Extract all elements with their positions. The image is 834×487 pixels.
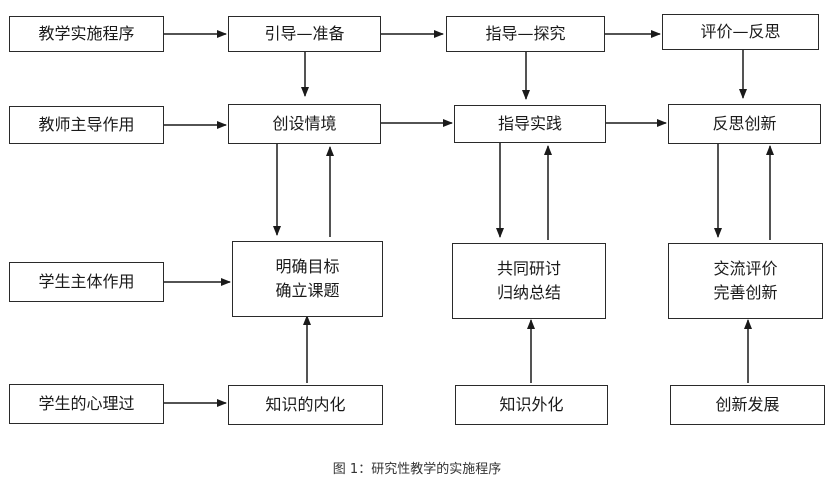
teacher-stage-create-situation: 创设情境 (228, 104, 381, 144)
student-stage-discussion: 共同研讨 归纳总结 (452, 243, 606, 319)
psychology-stage-internalize: 知识的内化 (228, 385, 383, 425)
student-label: 学生主体作用 (9, 262, 164, 302)
psychology-label: 学生的心理过 (9, 384, 164, 424)
procedure-stage-direct-explore: 指导—探究 (446, 16, 605, 52)
student-stage-goals-line2: 确立课题 (275, 281, 340, 300)
student-stage-discussion-line2: 归纳总结 (496, 283, 561, 302)
teacher-stage-guide-practice: 指导实践 (454, 105, 606, 143)
figure-caption: 图 1：研究性教学的实施程序 (332, 462, 502, 477)
procedure-stage-guide-prepare: 引导—准备 (228, 16, 381, 52)
psychology-stage-externalize: 知识外化 (455, 385, 608, 425)
procedure-stage-evaluate-reflect: 评价—反思 (662, 14, 819, 50)
student-stage-evaluation-line1: 交流评价 (713, 259, 778, 278)
student-stage-evaluation-line2: 完善创新 (713, 283, 778, 302)
student-stage-goals: 明确目标 确立课题 (232, 241, 383, 317)
student-stage-discussion-line1: 共同研讨 (496, 259, 561, 278)
student-stage-evaluation: 交流评价 完善创新 (668, 243, 823, 319)
procedure-label: 教学实施程序 (9, 16, 164, 52)
teacher-label: 教师主导作用 (9, 106, 164, 144)
student-stage-goals-line1: 明确目标 (275, 257, 340, 276)
teacher-stage-reflect-innovate: 反思创新 (668, 104, 821, 144)
psychology-stage-innovation: 创新发展 (670, 385, 825, 425)
